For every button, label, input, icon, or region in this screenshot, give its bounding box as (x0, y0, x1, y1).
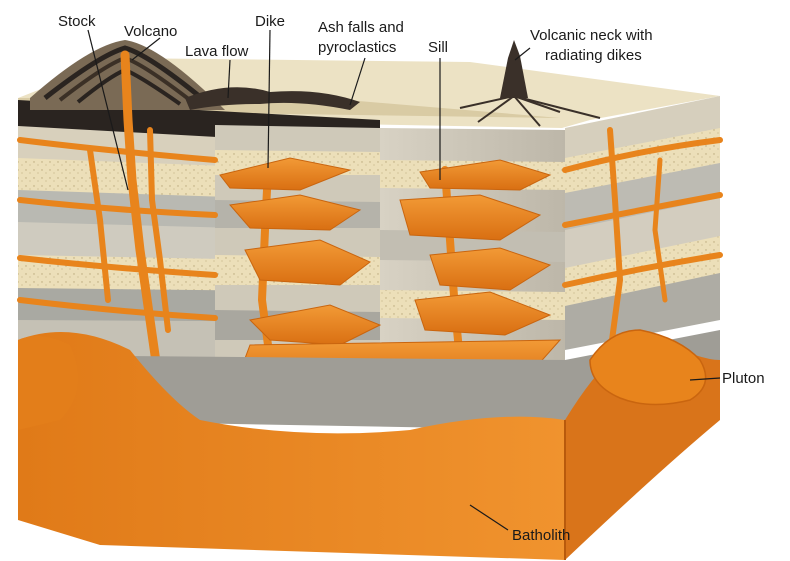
label-dike: Dike (255, 13, 285, 30)
label-lava-flow: Lava flow (185, 43, 249, 60)
label-ash-falls: Ash falls and (318, 19, 404, 36)
label-batholith: Batholith (512, 527, 570, 544)
label-volcanic-neck: Volcanic neck with (530, 27, 653, 44)
label-pyroclastics: pyroclastics (318, 39, 396, 56)
label-volcano: Volcano (124, 23, 177, 40)
label-pluton: Pluton (722, 370, 765, 387)
label-radiating-dikes: radiating dikes (545, 47, 642, 64)
label-stock: Stock (58, 13, 96, 30)
label-sill: Sill (428, 39, 448, 56)
